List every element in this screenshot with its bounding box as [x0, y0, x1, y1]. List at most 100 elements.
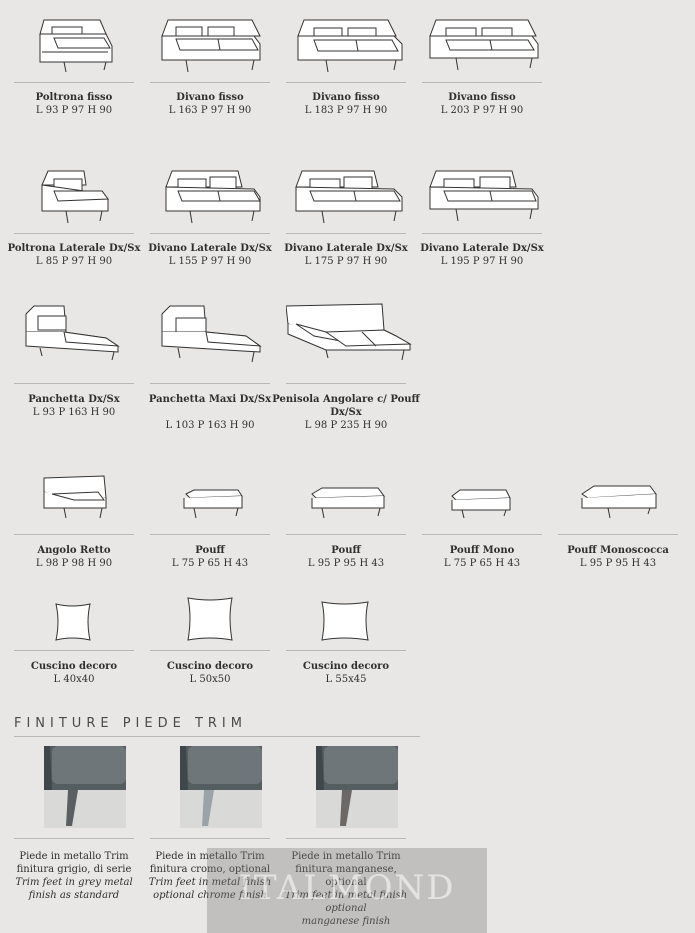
finish-text-en: finish as standard: [28, 890, 120, 901]
divider: [150, 233, 270, 234]
product-dimensions: L 95 P 95 H 43: [307, 558, 385, 569]
sofa-2seat-icon: [286, 14, 406, 80]
divider: [14, 534, 134, 535]
sofa-side-icon: [286, 165, 406, 231]
product-dimensions: L 175 P 97 H 90: [304, 256, 388, 267]
product-name: Divano Laterale Dx/Sx: [148, 243, 272, 254]
product-dimensions: L 75 P 65 H 43: [171, 558, 249, 569]
feet-photo: [316, 746, 398, 828]
finish-text: Piede in metallo Trim: [19, 851, 129, 862]
divider: [558, 534, 678, 535]
sofa-2seat-icon: [150, 14, 270, 80]
product-name: Angolo Retto: [37, 545, 111, 556]
divider: [422, 82, 542, 83]
finish-description: Piede in metallo Trim finitura cromo, op…: [140, 850, 280, 902]
product-dimensions: L 98 P 235 H 90: [304, 420, 388, 431]
product-dimensions: L 183 P 97 H 90: [304, 105, 388, 116]
product-name: Divano Laterale Dx/Sx: [420, 243, 544, 254]
product-dimensions: L 155 P 97 H 90: [168, 256, 252, 267]
product-name: Pouff Mono: [449, 545, 515, 556]
product-dimensions: L 95 P 95 H 43: [579, 558, 657, 569]
divider: [286, 82, 406, 83]
finish-text: finitura grigio, di serie: [16, 864, 132, 875]
divider: [286, 233, 406, 234]
product-name: Pouff: [331, 545, 361, 556]
feet-photo: [44, 746, 126, 828]
feet-photo: [180, 746, 262, 828]
divider: [14, 838, 134, 839]
product-name: Divano fisso: [176, 92, 244, 103]
finish-text-en: Trim feet in metal finish: [148, 877, 272, 888]
cushion-icon: [150, 596, 270, 662]
sofa-side-icon: [150, 165, 270, 231]
product-dimensions: L 40x40: [53, 674, 95, 685]
product-name: Poltrona fisso: [35, 92, 113, 103]
product-dimensions: L 98 P 98 H 90: [35, 558, 113, 569]
product-name: Panchetta Dx/Sx: [28, 394, 120, 405]
product-dimensions: L 163 P 97 H 90: [168, 105, 252, 116]
product-dimensions: L 75 P 65 H 43: [443, 558, 521, 569]
product-dimensions: L 85 P 97 H 90: [35, 256, 113, 267]
cushion-icon: [286, 596, 406, 662]
divider: [14, 233, 134, 234]
product-dimensions: L 203 P 97 H 90: [440, 105, 524, 116]
cushion-icon: [14, 596, 134, 662]
watermark: ITALMOND: [207, 848, 487, 933]
divider: [14, 82, 134, 83]
divider: [286, 383, 406, 384]
product-name: Divano fisso: [448, 92, 516, 103]
pouf-large-icon: [286, 470, 406, 536]
finish-description: Piede in metallo Trim finitura manganese…: [276, 850, 416, 928]
divider: [422, 534, 542, 535]
divider: [150, 383, 270, 384]
product-name: Cuscino decoro: [166, 661, 254, 672]
pouf-monoscocca-icon: [558, 470, 678, 536]
pouf-mono-icon: [422, 470, 542, 536]
product-name: Pouff Monoscocca: [567, 545, 669, 556]
product-name: Cuscino decoro: [302, 661, 390, 672]
pouf-icon: [150, 470, 270, 536]
divider: [286, 650, 406, 651]
divider: [150, 650, 270, 651]
product-dimensions: L 93 P 97 H 90: [35, 105, 113, 116]
section-title: FINITURE PIEDE TRIM: [14, 716, 247, 731]
corner-icon: [14, 470, 134, 536]
product-name: Poltrona Laterale Dx/Sx: [7, 243, 141, 254]
product-name: Penisola Angolare c/ Pouff Dx/Sx: [272, 394, 420, 418]
finish-description: Piede in metallo Trim finitura grigio, d…: [4, 850, 144, 902]
watermark-text: ITALMOND: [238, 868, 456, 908]
product-name: Divano fisso: [312, 92, 380, 103]
divider: [14, 383, 134, 384]
product-name: Cuscino decoro: [30, 661, 118, 672]
finish-text: finitura cromo, optional: [149, 864, 271, 875]
divider: [150, 534, 270, 535]
product-name: Pouff: [195, 545, 225, 556]
finish-text-en: Trim feet in metal finish optional: [284, 890, 408, 914]
divider: [422, 233, 542, 234]
product-dimensions: L 93 P 163 H 90: [32, 407, 116, 418]
armchair-icon: [14, 14, 134, 80]
product-dimensions: L 103 P 163 H 90: [165, 420, 255, 431]
product-name: Panchetta Maxi Dx/Sx: [148, 394, 272, 405]
product-dimensions: L 195 P 97 H 90: [440, 256, 524, 267]
finish-text-en: optional chrome finish: [153, 890, 267, 901]
divider: [286, 534, 406, 535]
finish-text-en: Trim feet in grey metal: [15, 877, 133, 888]
finish-text: finitura manganese, optional: [295, 864, 397, 888]
chaise-maxi-icon: [150, 302, 270, 368]
sofa-side-icon: [422, 165, 542, 231]
divider: [14, 736, 420, 737]
sofa-2seat-icon: [422, 14, 542, 80]
finish-text-en: manganese finish: [301, 916, 391, 927]
product-dimensions: L 55x45: [325, 674, 367, 685]
divider: [150, 838, 270, 839]
finish-text: Piede in metallo Trim: [291, 851, 401, 862]
product-dimensions: L 50x50: [189, 674, 231, 685]
finish-text: Piede in metallo Trim: [155, 851, 265, 862]
divider: [150, 82, 270, 83]
armchair-side-icon: [14, 165, 134, 231]
product-name: Divano Laterale Dx/Sx: [284, 243, 408, 254]
divider: [14, 650, 134, 651]
chaise-icon: [14, 302, 134, 368]
divider: [286, 838, 406, 839]
